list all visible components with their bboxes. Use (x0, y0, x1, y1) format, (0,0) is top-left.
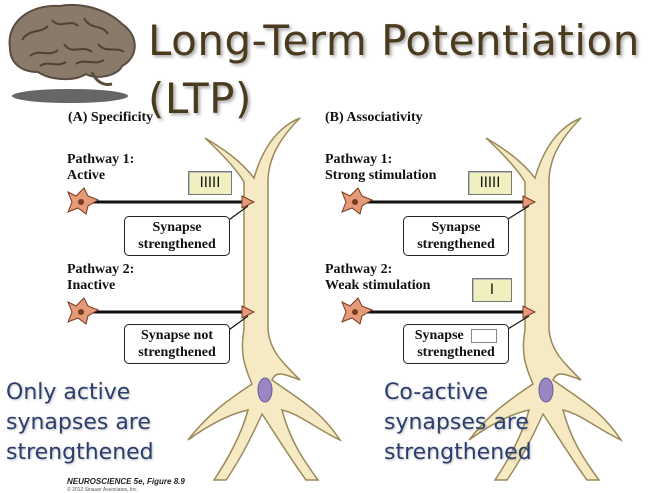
stimulus-marks: I (489, 282, 495, 298)
result-line-2: strengthened (138, 345, 216, 360)
empty-indicator-box (471, 328, 498, 343)
postsynaptic-neuron-a (187, 117, 343, 481)
stimulus-box-b1: IIIII (468, 171, 512, 195)
presynaptic-neuron-b1 (341, 187, 537, 215)
result-line-1: Synapse (152, 220, 202, 235)
presynaptic-neuron-a2 (67, 297, 256, 325)
result-box-b2: Synapse strengthened (403, 324, 509, 364)
panel-b-label: (B) Associativity (325, 110, 423, 125)
panel-a-label: (A) Specificity (68, 110, 154, 125)
caption-a-line-2: synapses are (6, 410, 151, 435)
slide-title: Long-Term Potentiation (LTP) (148, 12, 648, 128)
caption-b-line-2: synapses are (384, 410, 529, 435)
caption-a: Only active synapses are strengthened (6, 378, 154, 468)
result-line-1: Synapse not (141, 328, 213, 343)
result-box-a1: Synapse strengthened (124, 216, 230, 256)
result-box-b1: Synapse strengthened (403, 216, 509, 256)
result-box-a2: Synapse not strengthened (124, 324, 230, 364)
brain-icon (8, 4, 136, 103)
result-line-2: strengthened (417, 237, 495, 252)
pathway-name: Pathway 1: (325, 152, 393, 167)
pathway-state: Strong stimulation (325, 168, 437, 183)
caption-a-line-1: Only active (6, 380, 131, 405)
caption-a-line-3: strengthened (6, 440, 154, 465)
presynaptic-neuron-b2 (341, 297, 537, 325)
result-line-1: Synapse (431, 220, 481, 235)
panel-a-pathway2: Pathway 2: Inactive (67, 262, 134, 294)
pathway-name: Pathway 1: (67, 152, 135, 167)
presynaptic-neuron-a1 (67, 187, 256, 215)
result-line-1-row: Synapse (408, 327, 504, 344)
caption-b-line-1: Co-active (384, 380, 489, 405)
postsynaptic-neuron-b (468, 117, 624, 481)
title-line-2: (LTP) (148, 74, 252, 123)
stimulus-marks: IIIII (479, 175, 501, 191)
caption-b-line-3: strengthened (384, 440, 532, 465)
stimulus-box-b2: I (472, 278, 512, 302)
pathway-name: Pathway 2: (67, 262, 135, 277)
pathway-state: Inactive (67, 278, 116, 293)
result-line-2: strengthened (417, 345, 495, 360)
pathway-state: Weak stimulation (325, 278, 431, 293)
panel-a-pathway1: Pathway 1: Active (67, 152, 134, 184)
pathway-name: Pathway 2: (325, 262, 393, 277)
stimulus-marks: IIIII (199, 175, 221, 191)
figure-citation: NEUROSCIENCE 5e, Figure 8.9 (67, 477, 185, 486)
title-line-1: Long-Term Potentiation (148, 16, 640, 65)
result-line-2: strengthened (138, 237, 216, 252)
pathway-state: Active (67, 168, 106, 183)
copyright-text: © 2012 Sinauer Associates, Inc. (67, 487, 138, 493)
panel-b-pathway2: Pathway 2: Weak stimulation (325, 262, 430, 294)
result-line-1: Synapse (414, 328, 464, 343)
stimulus-box-a1: IIIII (188, 171, 232, 195)
panel-b-pathway1: Pathway 1: Strong stimulation (325, 152, 436, 184)
caption-b: Co-active synapses are strengthened (384, 378, 532, 468)
